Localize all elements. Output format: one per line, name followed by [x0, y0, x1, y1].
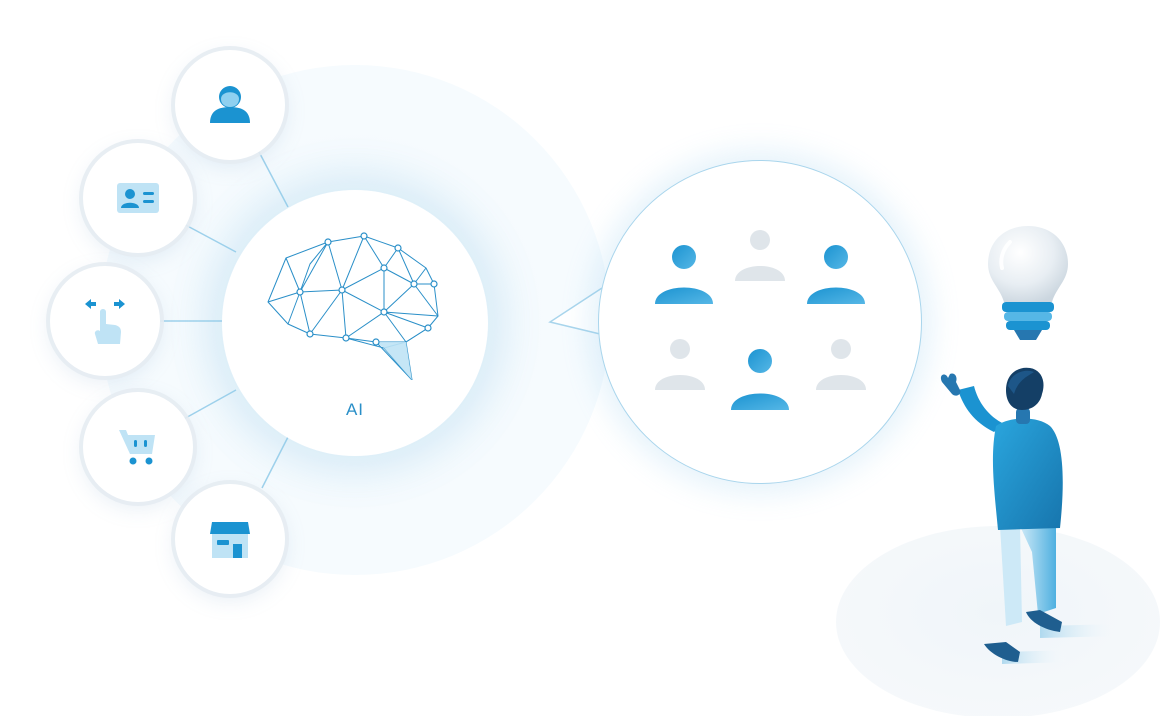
ground-shadow [836, 526, 1160, 716]
audience-bubble [598, 160, 922, 484]
bubble-tail [548, 287, 603, 335]
person-dimmed [816, 339, 866, 390]
satellite-store [175, 484, 285, 594]
satellite-cart [83, 392, 193, 502]
person-highlighted [731, 349, 789, 410]
person-highlighted [655, 245, 713, 304]
person-dimmed [655, 339, 705, 390]
audience-group [655, 230, 866, 410]
satellite-swipe [50, 266, 160, 376]
user-icon [210, 86, 250, 123]
satellite-user [175, 50, 285, 160]
lightbulb-icon [988, 226, 1068, 340]
brain-network-icon [267, 232, 439, 380]
shopping-cart-icon [119, 430, 155, 465]
satellite-id-card [83, 143, 193, 253]
ai-core-circle: AI [222, 190, 488, 456]
connector-lines [158, 149, 289, 489]
swipe-gesture-icon [85, 299, 125, 344]
storefront-icon [210, 522, 250, 558]
id-card-icon [117, 183, 159, 213]
person-highlighted [807, 245, 865, 304]
person-dimmed [735, 230, 785, 281]
person-figure [940, 367, 1120, 664]
ai-label: AI [345, 400, 365, 419]
